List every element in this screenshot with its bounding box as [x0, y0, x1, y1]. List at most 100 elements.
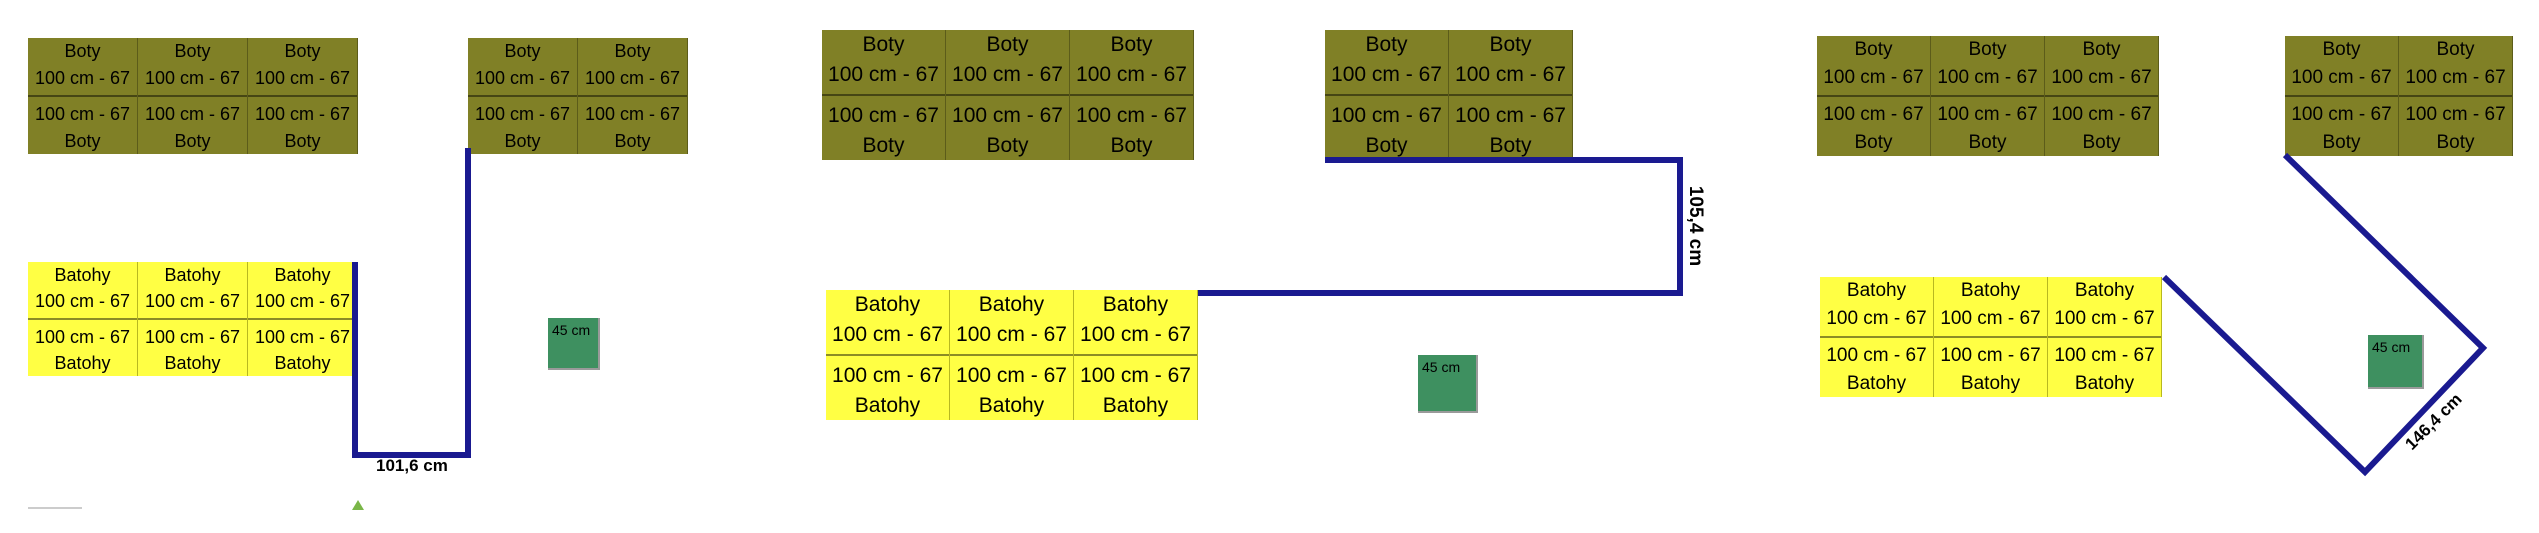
- shelf-name: Batohy: [274, 265, 331, 285]
- shelf-size: 100 cm - 67: [1937, 66, 2038, 88]
- green-box-label: 45 cm: [552, 322, 591, 338]
- cell-divider: [248, 318, 357, 320]
- shelf-name: Batohy: [164, 353, 221, 373]
- shelf-size: 100 cm - 67: [832, 323, 943, 347]
- shelf-name: Batohy: [274, 353, 331, 373]
- shelf-size: 100 cm - 67: [1331, 103, 1442, 127]
- shelf-name: Batohy: [54, 353, 111, 373]
- shelf-size: 100 cm - 67: [254, 291, 351, 311]
- shelf-size: 100 cm - 67: [2405, 66, 2506, 88]
- batohy-shelf-cell: Batohy 100 cm - 67 100 cm - 67 Batohy: [950, 290, 1074, 420]
- shelf-name: Boty: [1854, 131, 1893, 153]
- shelf-size: 100 cm - 67: [474, 67, 571, 88]
- shelf-name: Boty: [284, 130, 321, 151]
- cell-divider: [1934, 335, 2047, 338]
- shelf-name: Batohy: [1960, 280, 2021, 302]
- shelf-size: 100 cm - 67: [952, 103, 1063, 127]
- batohy-shelf-cell: Batohy 100 cm - 67 100 cm - 67 Batohy: [248, 262, 358, 376]
- shelf-size: 100 cm - 67: [1826, 307, 1927, 329]
- shelf-name: Batohy: [2074, 372, 2135, 394]
- shelf-name: Batohy: [1846, 280, 1907, 302]
- shelf-name: Boty: [174, 130, 211, 151]
- shelf-size: 100 cm - 67: [34, 327, 131, 347]
- shelf-name: Boty: [1968, 39, 2007, 61]
- shelf-size: 100 cm - 67: [956, 323, 1067, 347]
- shelf-size: 100 cm - 67: [34, 291, 131, 311]
- shelf-size: 100 cm - 67: [254, 327, 351, 347]
- cell-divider: [138, 318, 247, 320]
- shelf-name: Boty: [862, 33, 905, 57]
- green-box: 45 cm: [548, 318, 600, 370]
- shelf-size: 100 cm - 67: [584, 67, 681, 88]
- shelf-name: Boty: [2436, 131, 2475, 153]
- shelf-size: 100 cm - 67: [2291, 66, 2392, 88]
- shelf-name: Boty: [2082, 39, 2121, 61]
- cell-divider: [1074, 353, 1197, 356]
- cell-divider: [822, 93, 945, 96]
- shelf-size: 100 cm - 67: [828, 103, 939, 127]
- shelf-size: 100 cm - 67: [1940, 307, 2041, 329]
- connector-line-2: [1198, 157, 1683, 296]
- shelf-name: Boty: [1110, 133, 1153, 157]
- shelf-name: Boty: [1489, 133, 1532, 157]
- cell-divider: [946, 93, 1069, 96]
- shelf-size: 100 cm - 67: [1823, 66, 1924, 88]
- cell-divider: [468, 94, 577, 97]
- shelf-name: Batohy: [978, 393, 1045, 417]
- shelf-size: 100 cm - 67: [1826, 345, 1927, 367]
- cell-divider: [826, 353, 949, 356]
- shelf-name: Boty: [2436, 39, 2475, 61]
- shelf-size: 100 cm - 67: [828, 63, 939, 87]
- shelf-size: 100 cm - 67: [144, 327, 241, 347]
- shelf-name: Boty: [504, 41, 541, 62]
- shelf-size: 100 cm - 67: [144, 291, 241, 311]
- cell-divider: [1449, 93, 1572, 96]
- shelf-name: Batohy: [164, 265, 221, 285]
- batohy-shelf-cell: Batohy 100 cm - 67 100 cm - 67 Batohy: [1820, 277, 1934, 397]
- shelf-size: 100 cm - 67: [144, 104, 241, 125]
- cell-divider: [2399, 94, 2512, 97]
- shelf-size: 100 cm - 67: [474, 104, 571, 125]
- shelf-name: Batohy: [978, 293, 1045, 317]
- shelf-size: 100 cm - 67: [2051, 104, 2152, 126]
- connector-line-3: [2161, 152, 2488, 477]
- shelf-name: Batohy: [1846, 372, 1907, 394]
- shelf-size: 100 cm - 67: [2051, 66, 2152, 88]
- shelf-name: Batohy: [1102, 293, 1169, 317]
- shelf-name: Batohy: [1102, 393, 1169, 417]
- shelf-size: 100 cm - 67: [1937, 104, 2038, 126]
- shelf-size: 100 cm - 67: [2291, 104, 2392, 126]
- shelf-size: 100 cm - 67: [1076, 103, 1187, 127]
- shelf-name: Batohy: [2074, 280, 2135, 302]
- shelf-name: Batohy: [854, 293, 921, 317]
- shelf-size: 100 cm - 67: [956, 363, 1067, 387]
- shelf-size: 100 cm - 67: [584, 104, 681, 125]
- cell-divider: [248, 94, 357, 97]
- shelf-name: Boty: [1489, 33, 1532, 57]
- cell-divider: [1325, 93, 1448, 96]
- shelf-name: Batohy: [1960, 372, 2021, 394]
- shelf-name: Boty: [1110, 33, 1153, 57]
- dimension-label-1: 101,6 cm: [376, 456, 448, 475]
- shelf-name: Boty: [862, 133, 905, 157]
- cell-divider: [2045, 94, 2158, 97]
- shelf-size: 100 cm - 67: [34, 67, 131, 88]
- shelf-name: Boty: [1968, 131, 2007, 153]
- shelf-size: 100 cm - 67: [2054, 345, 2155, 367]
- shelf-name: Boty: [64, 130, 101, 151]
